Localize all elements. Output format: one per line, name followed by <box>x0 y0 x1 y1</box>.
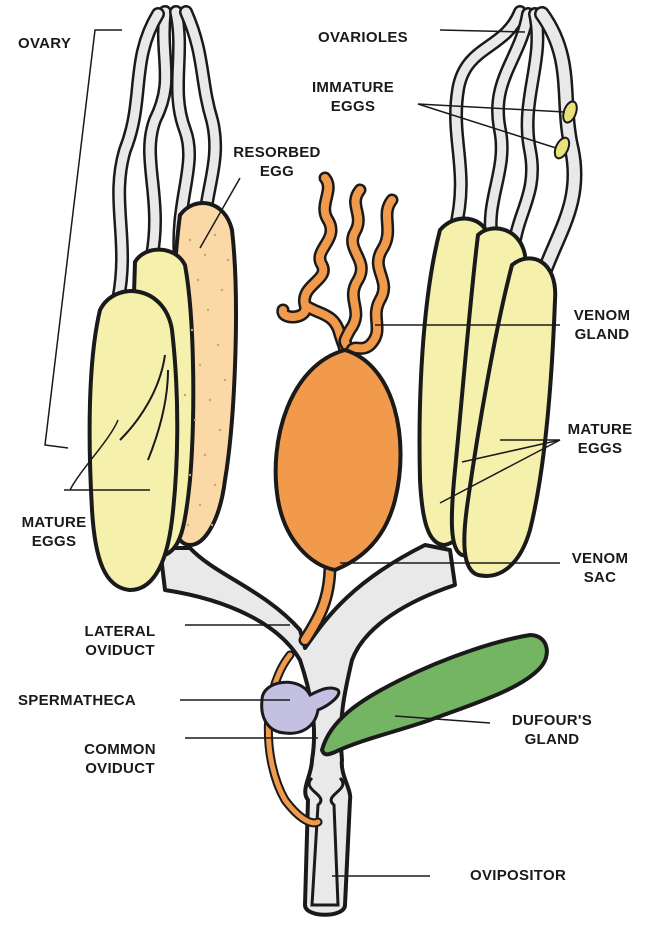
label-immature-eggs: IMMATURE EGGS <box>292 78 414 116</box>
label-ovary: OVARY <box>18 34 71 53</box>
label-lateral-oviduct: LATERAL OVIDUCT <box>64 622 176 660</box>
left-eggs <box>90 203 236 590</box>
label-mature-eggs-left: MATURE EGGS <box>8 513 100 551</box>
label-ovipositor: OVIPOSITOR <box>470 866 566 885</box>
label-venom-sac: VENOM SAC <box>560 549 640 587</box>
left-mature-egg-front <box>90 291 178 590</box>
right-eggs <box>420 219 556 576</box>
venom-sac <box>276 350 401 570</box>
lateral-oviducts-and-common-oviduct <box>160 545 455 915</box>
label-spermatheca: SPERMATHECA <box>18 691 136 710</box>
oviduct-system <box>160 545 455 915</box>
venom-gland-tubule-1 <box>283 178 345 350</box>
label-dufours-gland: DUFOUR'S GLAND <box>494 711 610 749</box>
label-venom-gland: VENOM GLAND <box>562 306 642 344</box>
label-mature-eggs-right: MATURE EGGS <box>560 420 640 458</box>
label-ovarioles: OVARIOLES <box>318 28 408 47</box>
label-common-oviduct: COMMON OVIDUCT <box>64 740 176 778</box>
label-resorbed-egg: RESORBED EGG <box>222 143 332 181</box>
